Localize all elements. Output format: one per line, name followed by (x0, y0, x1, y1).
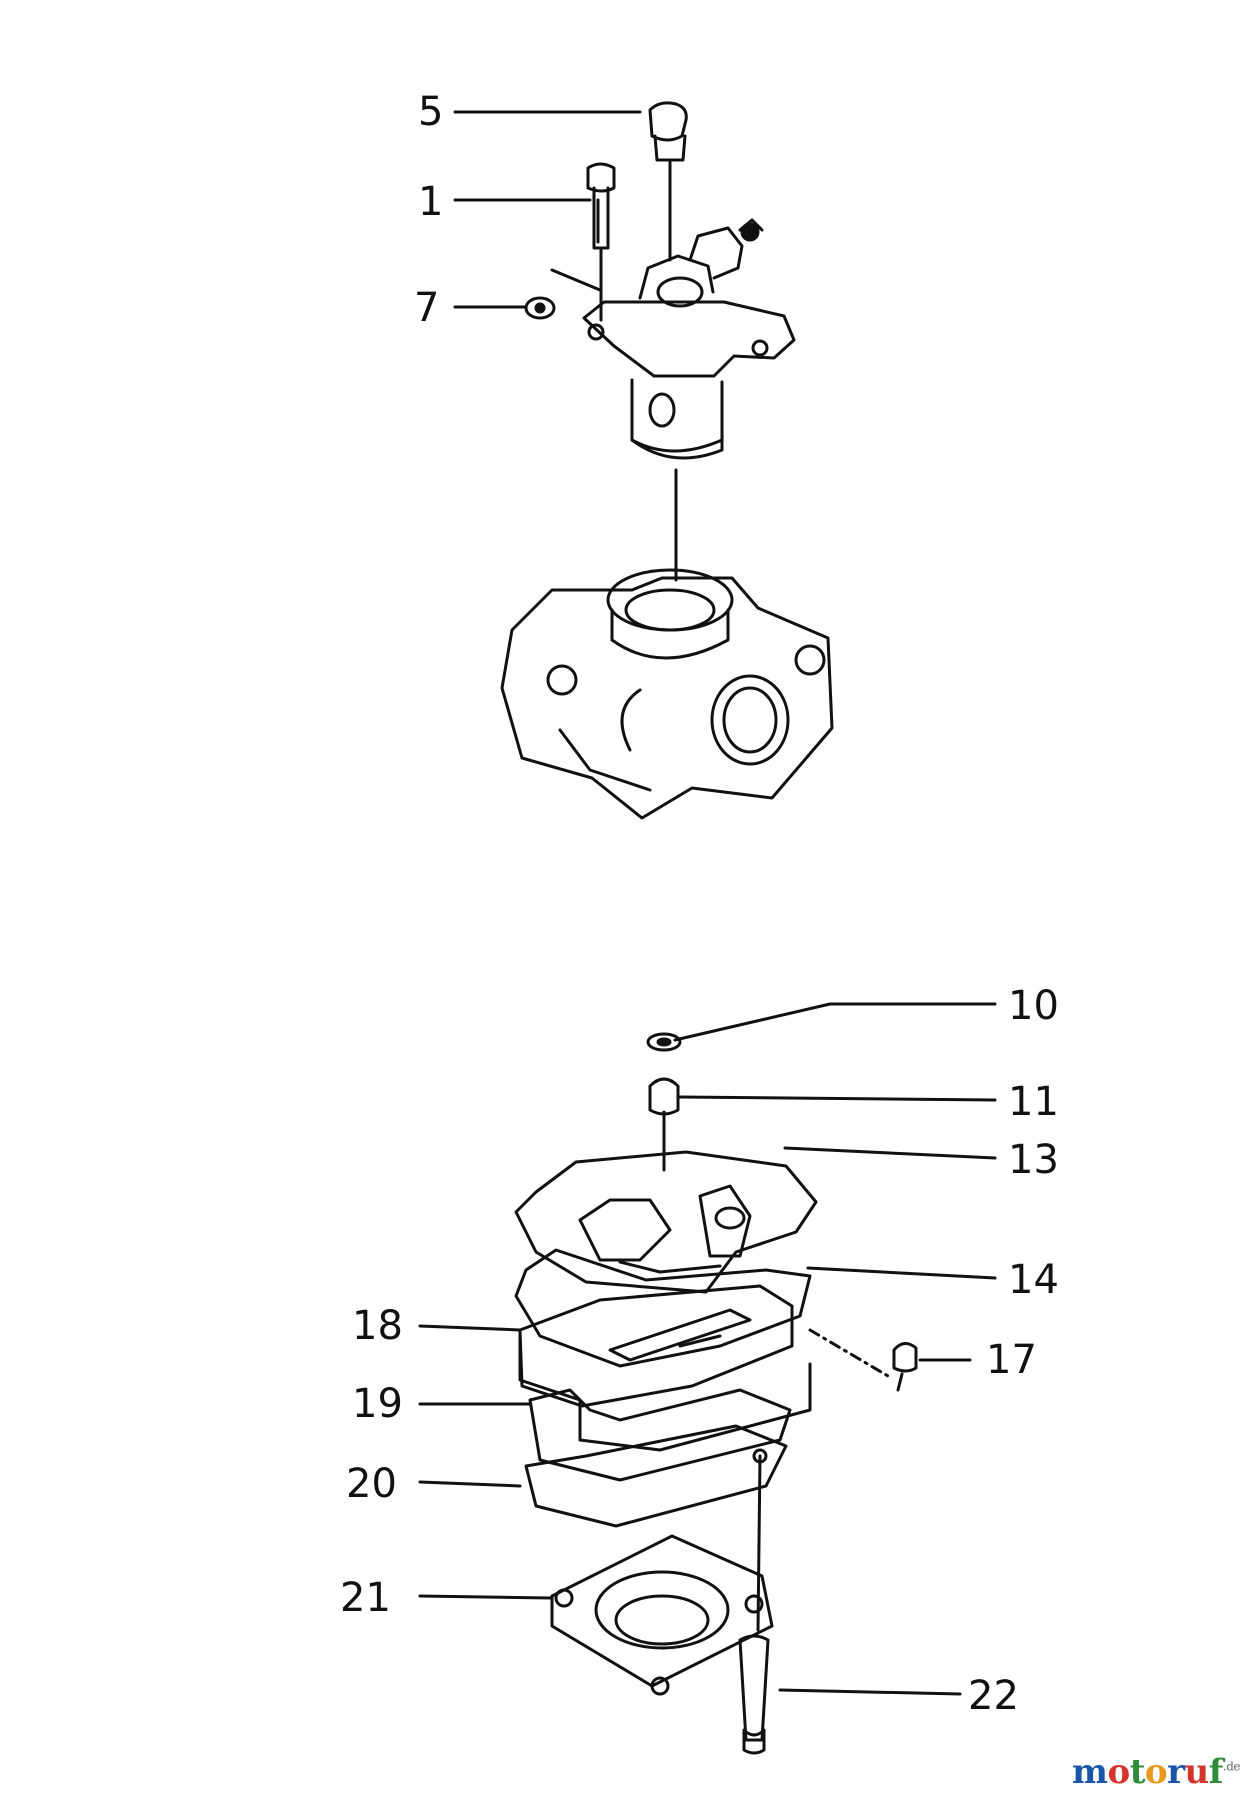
part-7-nut (524, 268, 602, 320)
part-10-washer (646, 1032, 682, 1052)
part-17-nut (892, 1342, 918, 1392)
part-18-block (518, 1284, 812, 1452)
callout-5: 5 (418, 89, 444, 135)
watermark-letters: motoruf (1072, 1752, 1223, 1792)
watermark-letter: f (1208, 1752, 1224, 1792)
part-1-bolt (586, 162, 616, 322)
callout-10: 10 (1008, 983, 1059, 1029)
leader-lines-lower (418, 1002, 997, 1696)
watermark-suffix: .de (1222, 1759, 1241, 1774)
callout-17: 17 (986, 1337, 1037, 1383)
callout-21: 21 (340, 1575, 391, 1621)
part-13-plate (514, 1150, 818, 1294)
part-14-gasket (514, 1248, 812, 1368)
callout-20: 20 (346, 1461, 397, 1507)
callout-7: 7 (414, 285, 440, 331)
carburettor-body (582, 218, 796, 582)
callout-11: 11 (1008, 1079, 1059, 1125)
callout-1: 1 (418, 179, 444, 225)
watermark-letter: o (1144, 1752, 1168, 1792)
part-20-gasket (524, 1424, 788, 1528)
part-11-jet (648, 1077, 680, 1172)
part-19-gasket (528, 1388, 792, 1482)
callout-13: 13 (1008, 1137, 1059, 1183)
motoruf-watermark-logo: motoruf.de (1072, 1752, 1240, 1792)
watermark-letter: r (1167, 1752, 1185, 1792)
callout-18: 18 (352, 1303, 403, 1349)
leader-lines-upper (453, 110, 642, 309)
watermark-letter: t (1129, 1752, 1146, 1792)
callout-22: 22 (968, 1673, 1019, 1719)
part-22-bolt (738, 1454, 770, 1755)
callout-19: 19 (352, 1381, 403, 1427)
watermark-letter: o (1107, 1752, 1131, 1792)
carburettor-housing (500, 568, 834, 820)
part-5-screw (648, 101, 688, 262)
part-21-flange (550, 1534, 774, 1696)
callout-14: 14 (1008, 1257, 1059, 1303)
watermark-letter: u (1184, 1752, 1210, 1792)
watermark-letter: m (1072, 1752, 1108, 1792)
